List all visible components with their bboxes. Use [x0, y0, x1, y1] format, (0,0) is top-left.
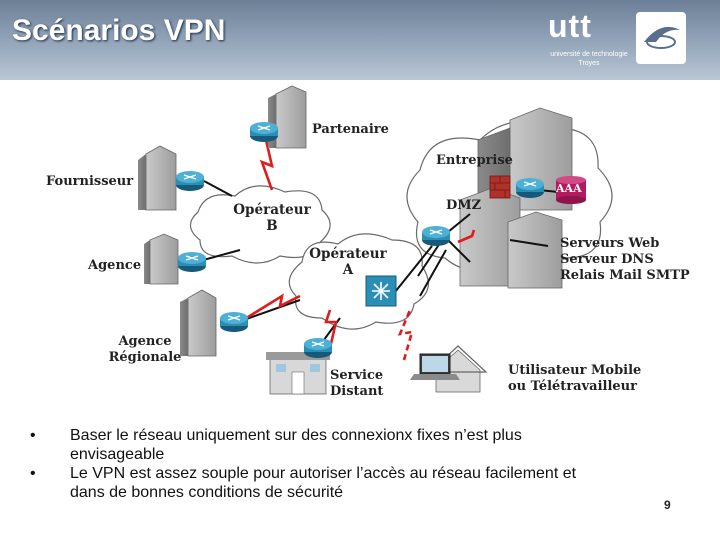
label-agence-regionale-line1: Agence — [118, 334, 172, 349]
bullet-dot-icon: • — [30, 427, 36, 444]
label-agence-regionale: Agence Régionale — [104, 334, 186, 366]
page-number: 9 — [664, 498, 671, 512]
label-utilisateur-mobile-line2: ou Télétravailleur — [508, 379, 637, 394]
bullet-dot-icon: • — [30, 465, 36, 482]
label-entreprise: Entreprise — [436, 153, 513, 168]
label-service-distant: Service Distant — [330, 368, 383, 400]
label-utilisateur-mobile-line1: Utilisateur Mobile — [508, 363, 642, 378]
label-operateur-b-line1: Opérateur — [233, 202, 311, 218]
label-utilisateur-mobile: Utilisateur Mobile ou Télétravailleur — [508, 363, 641, 395]
utt-logo-subtitle: université de technologie Troyes — [548, 50, 630, 68]
building-agence-regionale — [180, 289, 217, 357]
bullet-2-line2: dans de bonnes conditions de sécurité — [70, 484, 344, 501]
bullet-item: • Baser le réseau uniquement sur des con… — [30, 426, 690, 464]
page-title: Scénarios VPN — [12, 14, 226, 47]
bullet-2-line1: Le VPN est assez souple pour autoriser l… — [70, 465, 577, 482]
label-partenaire: Partenaire — [312, 122, 389, 137]
lightning-partenaire — [259, 139, 274, 191]
label-service-distant-line2: Distant — [330, 384, 384, 399]
aaa-server-icon — [556, 176, 586, 204]
bullet-list: • Baser le réseau uniquement sur des con… — [30, 426, 690, 502]
label-operateur-b: Opérateur B — [232, 202, 312, 234]
enterprise-buildings — [459, 107, 573, 289]
label-dmz: DMZ — [446, 198, 482, 213]
lightning-mobile — [397, 309, 414, 361]
bullet-item: • Le VPN est assez souple pour autoriser… — [30, 464, 690, 502]
lightning-agence-reg — [239, 293, 301, 324]
firewall-icon — [489, 175, 511, 199]
utt-logo-subtitle-line1: université de technologie — [550, 51, 628, 58]
label-fournisseur: Fournisseur — [46, 174, 134, 189]
label-agence: Agence — [88, 258, 142, 273]
bullet-1-line1: Baser le réseau uniquement sur des conne… — [70, 427, 522, 444]
lightning-service — [324, 309, 338, 349]
label-serveurs: Serveurs Web Serveur DNS Relais Mail SMT… — [560, 236, 690, 284]
label-operateur-a: Opérateur A — [308, 246, 388, 278]
label-operateur-b-line2: B — [266, 218, 278, 234]
label-service-distant-line1: Service — [330, 368, 384, 383]
mobile-user-house-laptop — [410, 345, 488, 393]
label-agence-regionale-line2: Régionale — [108, 350, 182, 365]
switch-operateur-a-icon — [365, 275, 397, 307]
utt-logo-text: utt — [548, 8, 592, 44]
wan-lightning-links — [239, 139, 476, 361]
label-serveurs-line2: Serveur DNS — [560, 252, 654, 267]
building-service-distant — [266, 352, 330, 395]
lightning-entreprise — [457, 229, 476, 244]
vpn-network-diagram — [138, 85, 613, 395]
header-banner: Scénarios VPN utt université de technolo… — [0, 0, 720, 80]
building-fournisseur — [138, 145, 177, 211]
utt-logo-subtitle-line2: Troyes — [578, 60, 600, 67]
building-agence — [144, 233, 179, 285]
label-operateur-a-line1: Opérateur — [309, 246, 387, 262]
bullet-1-line2: envisageable — [70, 446, 165, 463]
utt-logo-icon — [636, 12, 686, 64]
label-serveurs-line1: Serveurs Web — [560, 236, 660, 251]
label-serveurs-line3: Relais Mail SMTP — [560, 268, 690, 283]
label-aaa: AAA — [556, 182, 582, 195]
label-operateur-a-line2: A — [342, 262, 354, 278]
building-partenaire — [268, 85, 307, 149]
